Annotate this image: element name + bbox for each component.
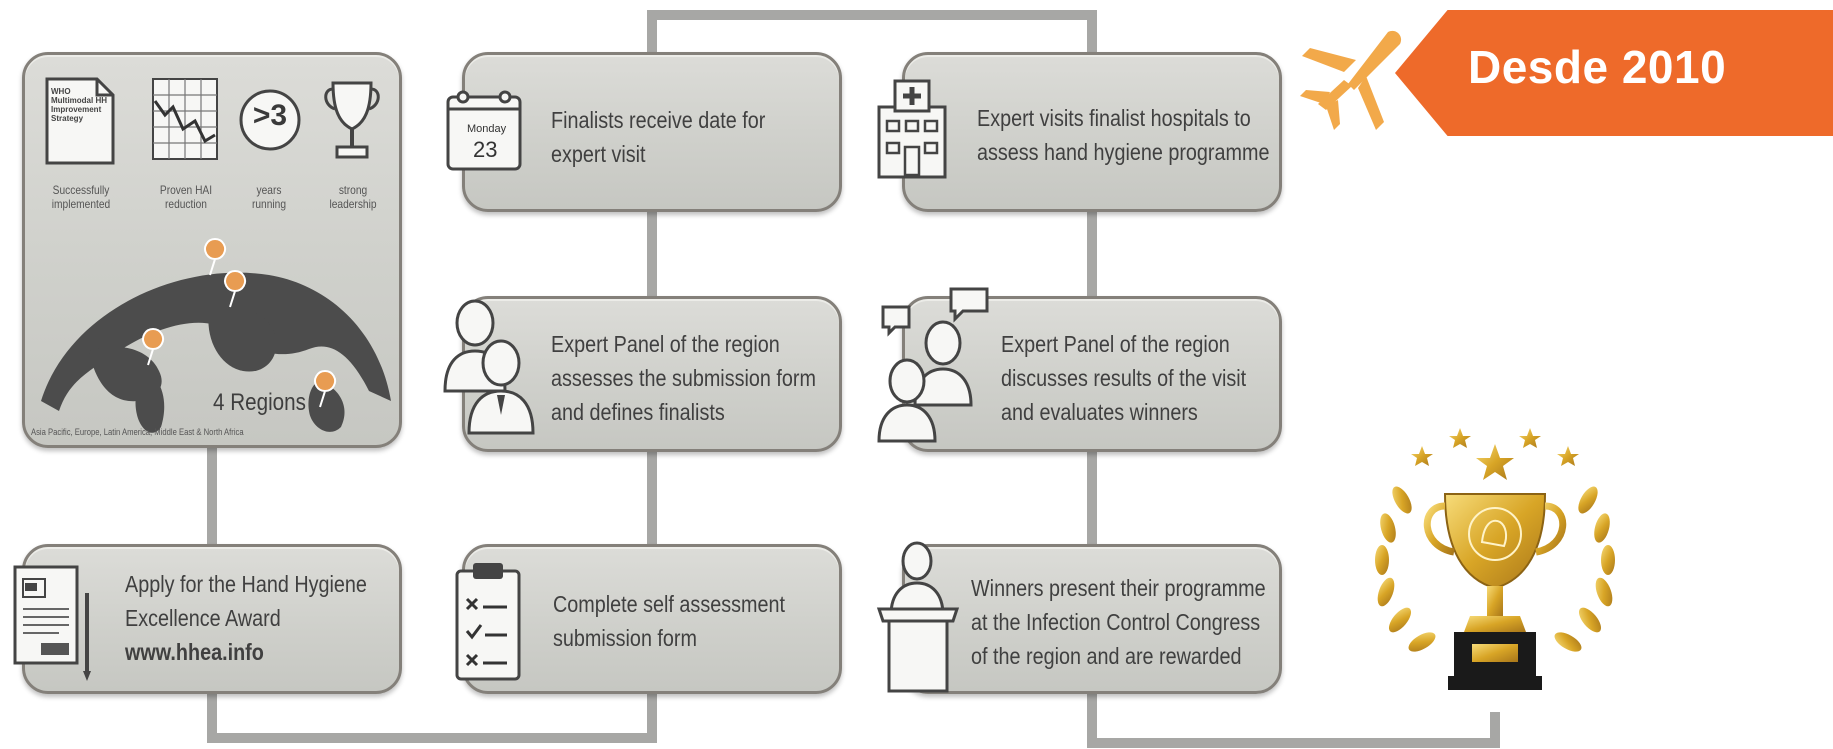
connector-to-trophy	[1087, 690, 1500, 748]
speech-bubble-icon	[237, 87, 303, 158]
hospital-icon	[875, 77, 949, 186]
step-expert-visit-box: Expert visits finalist hospitals to asse…	[877, 52, 1282, 212]
since-badge-text: Desde 2010	[1468, 41, 1727, 93]
step-apply-text: Apply for the Hand Hygiene Excellence Aw…	[125, 567, 367, 669]
calendar-day: Monday	[467, 123, 507, 135]
application-form-icon	[11, 563, 97, 688]
checklist-icon	[453, 559, 523, 690]
document-icon	[45, 77, 115, 170]
step-panel-winners-box: Expert Panel of the region discusses res…	[877, 287, 1282, 452]
world-map-icon	[29, 231, 397, 448]
calendar-icon	[445, 87, 523, 178]
graph-icon	[151, 77, 219, 166]
overview-panel: WHO Multimodal HH Improvement Strategy S…	[22, 52, 402, 448]
podium-speaker-icon	[875, 535, 965, 700]
step-self-assessment-text: Complete self assessment submission form	[553, 591, 785, 651]
step-winners-present-text: Winners present their programme at the I…	[971, 575, 1266, 669]
step-finalists-date-box: Monday 23 Finalists receive date for exp…	[446, 52, 842, 212]
since-badge	[1395, 10, 1833, 136]
years-badge: >3	[252, 99, 288, 132]
hhea-link[interactable]: www.hhea.info	[125, 639, 264, 665]
trophy-icon	[321, 79, 383, 174]
gold-trophy-icon	[1350, 420, 1640, 701]
step-winners-present-box: Winners present their programme at the I…	[876, 541, 1282, 694]
people-icon	[437, 291, 541, 446]
step-finalists-date-text: Finalists receive date for expert visit	[551, 107, 766, 167]
airplane-icon	[1296, 26, 1406, 141]
step-self-assessment-box: Complete self assessment submission form	[455, 544, 842, 694]
step-apply-box: Apply for the Hand Hygiene Excellence Aw…	[13, 544, 402, 694]
step-expert-visit-text: Expert visits finalist hospitals to asse…	[977, 105, 1270, 165]
connector-top	[647, 10, 1097, 55]
step-panel-finalists-box: Expert Panel of the region assesses the …	[443, 296, 842, 452]
calendar-date: 23	[473, 137, 498, 162]
regions-label: 4 Regions	[213, 389, 306, 416]
step-panel-finalists-text: Expert Panel of the region assesses the …	[551, 331, 816, 425]
discussion-icon	[877, 285, 997, 450]
connector-bottom-left	[207, 690, 657, 743]
strategy-document-text: WHO Multimodal HH Improvement Strategy	[51, 87, 107, 123]
step-panel-winners-text: Expert Panel of the region discusses res…	[1001, 331, 1247, 425]
regions-list: Asia Pacific, Europe, Latin America, Mid…	[31, 427, 244, 437]
